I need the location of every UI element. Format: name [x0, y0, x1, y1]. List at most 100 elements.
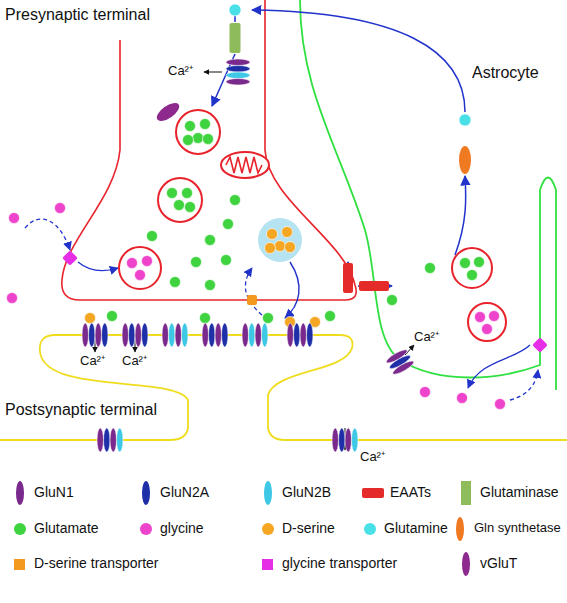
d-serine-transporter	[247, 295, 257, 305]
legend-swatch	[12, 551, 36, 577]
ion-label: Ca²⁺	[122, 354, 147, 369]
eaat	[359, 281, 389, 291]
molecule-dot	[475, 312, 486, 323]
vesicle	[452, 248, 492, 288]
molecule-dot	[200, 119, 211, 130]
calcium-arrow	[135, 340, 136, 352]
legend-label: glycine	[160, 520, 204, 536]
gln-synthetase	[459, 146, 471, 174]
legend-label: vGluT	[480, 555, 517, 571]
molecule-dot	[167, 188, 178, 199]
region-label: Presynaptic terminal	[5, 6, 150, 24]
molecule-dot	[275, 241, 286, 252]
calcium-arrow	[95, 340, 96, 352]
legend-swatch	[260, 480, 284, 506]
mitochondrion	[221, 152, 269, 178]
glutaminase	[230, 23, 241, 53]
nmda-receptor	[226, 59, 250, 85]
nmda-receptor	[287, 323, 313, 347]
legend-label: Gln synthetase	[474, 520, 561, 535]
molecule-dot	[489, 311, 500, 322]
legend-label: EAATs	[390, 484, 431, 500]
molecule-dot	[147, 231, 158, 242]
nmda-receptor	[122, 323, 148, 347]
molecule-dot	[420, 387, 431, 398]
molecule-dot	[174, 200, 185, 211]
ion-label: Ca²⁺	[168, 64, 193, 79]
molecule-dot	[127, 258, 138, 269]
molecule-dot	[457, 393, 468, 404]
legend-swatch	[362, 480, 386, 506]
molecule-dot	[183, 135, 194, 146]
legend-swatch	[138, 516, 162, 542]
astrocyte-membrane	[300, 0, 556, 390]
molecule-dot	[474, 257, 485, 268]
molecule-dot	[182, 188, 193, 199]
molecule-dot	[205, 280, 216, 291]
d-serine-vesicle	[258, 218, 302, 262]
molecule-dot	[387, 295, 398, 306]
legend-swatch	[138, 480, 162, 506]
molecules	[7, 4, 548, 452]
legend-swatch	[362, 516, 386, 542]
molecule-dot	[223, 219, 234, 230]
molecule-dot	[107, 311, 118, 322]
eaat	[343, 263, 353, 293]
molecule-dot	[229, 4, 241, 16]
cycle-arrow	[455, 176, 466, 255]
vesicle	[468, 303, 506, 341]
molecule-dot	[282, 227, 293, 238]
cycle-arrow	[234, 16, 236, 22]
molecule-dot	[482, 324, 493, 335]
molecule-dot	[142, 256, 153, 267]
legend-label: GluN2B	[282, 484, 331, 500]
nmda-receptor	[162, 323, 188, 347]
ion-label: Ca²⁺	[80, 354, 105, 369]
nmda-receptor	[242, 323, 268, 347]
nmda-receptor	[97, 428, 123, 452]
glycine-transporter	[62, 250, 78, 266]
glycine-uptake-arrow	[25, 219, 70, 250]
molecule-dot	[263, 313, 274, 324]
uptake-arrow	[245, 268, 262, 315]
molecule-dot	[221, 255, 232, 266]
molecule-dot	[230, 195, 241, 206]
vesicle	[119, 247, 161, 289]
molecule-dot	[185, 121, 196, 132]
legend-label: Glutamate	[34, 520, 99, 536]
nmda-receptor	[385, 348, 415, 377]
molecule-dot	[191, 257, 202, 268]
vesicle	[158, 178, 202, 222]
molecule-dot	[135, 270, 146, 281]
molecule-dot	[185, 202, 196, 213]
legend-label: GluN1	[34, 484, 74, 500]
ion-label: Ca²⁺	[414, 330, 439, 345]
legend-swatch	[260, 516, 284, 542]
postsynaptic-membrane	[0, 335, 188, 440]
legend-swatch	[452, 516, 476, 542]
legend-swatch	[458, 480, 482, 506]
molecule-dot	[200, 313, 211, 324]
molecule-dot	[193, 133, 204, 144]
molecule-dot	[205, 235, 216, 246]
calcium-arrow	[204, 72, 222, 73]
molecule-dot	[7, 293, 18, 304]
molecule-dot	[267, 229, 278, 240]
legend-label: Glutamine	[384, 520, 448, 536]
ion-label: Ca²⁺	[360, 450, 385, 465]
legend-label: Glutaminase	[480, 484, 559, 500]
molecule-dot	[425, 263, 436, 274]
legend-swatch	[458, 551, 482, 577]
molecule-dot	[170, 277, 181, 288]
cycle-arrow	[252, 10, 465, 112]
vglut	[154, 100, 182, 125]
legend-label: D-serine	[282, 520, 335, 536]
glycine-release-arrow	[468, 345, 530, 388]
legend-label: D-serine transporter	[34, 555, 159, 571]
postsynaptic-membrane	[55, 335, 567, 440]
molecule-dot	[203, 134, 214, 145]
glycine-uptake-arrow	[510, 370, 538, 400]
release-arrow	[285, 262, 299, 318]
